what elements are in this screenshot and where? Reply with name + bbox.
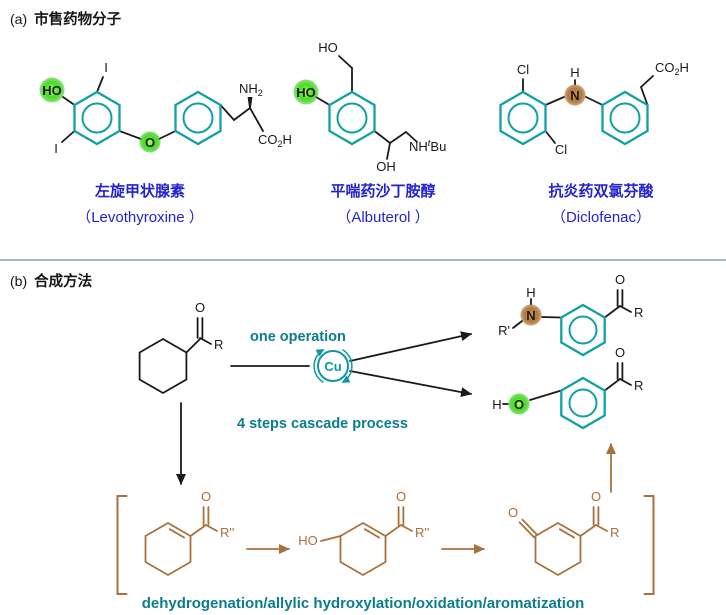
drug-name-diclofenac-cn: 抗炎药双氯芬酸 [548, 183, 654, 200]
levothyroxine-structure: HO I I O NH2 CO2H [39, 60, 292, 156]
nh-hydrogen-label: H [570, 65, 579, 80]
amine-wedge-bond [247, 97, 253, 108]
catalytic-cycle-arc-left [313, 348, 325, 384]
phenol-label: HO [296, 85, 316, 100]
hydroxyl-highlight [39, 77, 65, 103]
hydroxymethyl-label: HO [318, 40, 338, 55]
int2-oxygen-label: O [396, 489, 406, 504]
substrate-structure: O R [138, 300, 223, 394]
int2-hydroxyl-label: HO [298, 533, 318, 548]
arrow-to-phenol-product [349, 370, 472, 398]
product-amine: H N R' O R [498, 272, 643, 357]
phenol-highlight [293, 79, 319, 105]
iodine-bottom-label: I [54, 141, 58, 156]
diclofenac-structure: Cl Cl H N CO2H [499, 60, 689, 157]
intermediate-3-ring [534, 522, 582, 576]
drug-name-albuterol-en: （Albuterol ） [336, 209, 430, 226]
levothyroxine-ring-right [174, 90, 222, 146]
diclofenac-ring-left [499, 90, 547, 146]
amine-label: NH2 [239, 81, 263, 98]
diclofenac-ring-right [601, 90, 649, 146]
cu-label: Cu [324, 359, 341, 374]
ether-oxygen-highlight [139, 131, 161, 153]
amine-highlight [564, 84, 586, 106]
section-a-index: (a) [10, 11, 28, 27]
intermediate-2-ring [339, 522, 387, 576]
product-nitrogen-label: N [526, 308, 535, 323]
ketone-oxygen-label: O [195, 300, 205, 315]
phenol-ketone-oxygen-label: O [615, 345, 625, 360]
product-ketone-oxygen-label: O [615, 272, 625, 287]
cyclohexane-ring [138, 338, 188, 394]
albuterol-structure: HO HO OH NHtBu [293, 40, 446, 174]
intermediate-1-bonds [168, 506, 218, 539]
tert-butylamine-label: NHtBu [409, 138, 446, 154]
carboxylic-acid-label: CO2H [258, 132, 292, 149]
chloro-bottom-label: Cl [555, 142, 567, 157]
iodine-top-label: I [104, 60, 108, 75]
side-chain-oh-label: OH [376, 159, 396, 174]
product-amine-bonds [512, 289, 632, 329]
product-amine-highlight [520, 304, 542, 326]
cascade-process-label: 4 steps cascade process [237, 416, 408, 432]
drug-name-albuterol-cn: 平喘药沙丁胺醇 [330, 183, 436, 200]
section-b-index: (b) [10, 273, 28, 289]
oh-hydrogen-label: H [492, 397, 501, 412]
product-nh-hydrogen-label: H [526, 285, 535, 300]
bridging-nitrogen-label: N [570, 88, 579, 103]
one-operation-label: one operation [250, 329, 346, 345]
bracket-right [643, 495, 655, 595]
albuterol-ring [328, 90, 376, 146]
phenol-product-ring [560, 376, 606, 430]
cu-catalyst: Cu [313, 348, 353, 384]
chloro-top-label: Cl [517, 62, 529, 77]
int3-enone-oxygen-label: O [508, 505, 518, 520]
phenol-r-label: R [634, 378, 643, 393]
intermediates: O R'' HO O R'' [116, 443, 655, 595]
int1-r-label: R'' [220, 525, 234, 540]
intermediate-1-ring [144, 522, 192, 576]
product-phenol-bonds [502, 362, 632, 405]
product-r-label: R [634, 305, 643, 320]
intermediate-3-bonds [518, 506, 608, 539]
amine-product-ring [560, 303, 606, 357]
product-oxygen-label: O [514, 397, 524, 412]
product-phenol: H O O R [492, 345, 643, 430]
levothyroxine-bonds [61, 76, 264, 143]
product-hydroxyl-highlight [508, 393, 530, 415]
arrow-to-amine-product [349, 331, 472, 362]
drug-name-levothyroxine-en: （Levothyroxine ） [76, 209, 204, 226]
r-group-label: R [214, 337, 223, 352]
hydroxyl-label: HO [42, 83, 62, 98]
int3-r-label: R [610, 525, 619, 540]
drug-name-levothyroxine-cn: 左旋甲状腺素 [94, 183, 185, 200]
cu-circle [317, 350, 349, 382]
substrate-bonds [185, 317, 212, 354]
section-b-title: 合成方法 [34, 274, 93, 290]
catalytic-cycle-arc-right [341, 348, 353, 384]
intermediate-2-bonds [320, 506, 413, 542]
reaction-arrows [176, 331, 472, 485]
diclofenac-bonds [522, 75, 654, 144]
bracket-left [116, 495, 128, 595]
section-a-title: 市售药物分子 [34, 12, 122, 28]
int3-oxygen-label: O [591, 489, 601, 504]
drug-name-diclofenac-en: （Diclofenac） [550, 209, 652, 226]
section-divider [0, 259, 726, 261]
acetic-acid-label: CO2H [655, 60, 689, 77]
section-b-header: (b) 合成方法 [10, 270, 92, 291]
albuterol-bonds [315, 55, 418, 160]
int1-oxygen-label: O [201, 489, 211, 504]
ether-oxygen-label: O [145, 135, 155, 150]
r-prime-label: R' [498, 323, 510, 338]
mechanism-caption: dehydrogenation/allylic hydroxylation/ox… [141, 595, 585, 612]
int2-r-label: R'' [415, 525, 429, 540]
levothyroxine-ring-left [73, 90, 121, 146]
section-a-header: (a) 市售药物分子 [10, 8, 121, 29]
